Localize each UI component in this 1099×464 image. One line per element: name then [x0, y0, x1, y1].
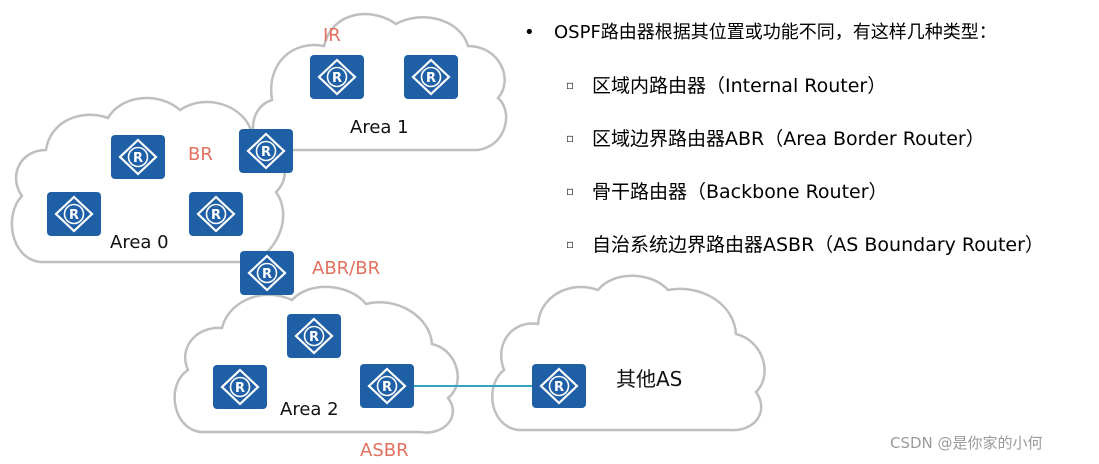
router-icon: R [211, 363, 269, 411]
router-type-text: 骨干路由器（Backbone Router） [592, 181, 888, 203]
abr-br-label: ABR/BR [312, 258, 380, 279]
area2-label: Area 2 [280, 399, 339, 420]
router-type-text: 自治系统边界路由器ASBR（AS Boundary Router） [592, 234, 1044, 256]
router-types-heading: • OSPF路由器根据其位置或功能不同，有这样几种类型： [524, 14, 1094, 52]
router-types-panel: • OSPF路由器根据其位置或功能不同，有这样几种类型： ▫ 区域内路由器（In… [524, 14, 1094, 270]
router-icon: R [530, 362, 588, 410]
router-icon: R [308, 53, 366, 101]
router-label: R [133, 151, 143, 166]
router-label: R [382, 380, 392, 395]
router-label: R [332, 71, 342, 86]
heading-text: OSPF路由器根据其位置或功能不同，有这样几种类型： [554, 22, 997, 43]
router-label: R [235, 381, 245, 396]
area0-label: Area 0 [110, 232, 169, 253]
router-label: R [554, 380, 564, 395]
ir-label: IR [323, 25, 341, 46]
router-icon: R [238, 249, 296, 297]
sub-bullet-icon: ▫ [566, 183, 575, 198]
router-icon: R [358, 362, 416, 410]
other-as-cloud [490, 274, 766, 432]
router-icon: R [237, 127, 295, 175]
router-icon: R [109, 133, 167, 181]
sub-bullet-icon: ▫ [566, 236, 575, 251]
router-type-item: ▫ 区域边界路由器ABR（Area Border Router） [566, 111, 1094, 164]
router-icon: R [285, 312, 343, 360]
router-label: R [309, 330, 319, 345]
router-label: R [261, 145, 271, 160]
router-type-item: ▫ 自治系统边界路由器ASBR（AS Boundary Router） [566, 217, 1094, 270]
other-as-label: 其他AS [616, 367, 682, 391]
router-type-text: 区域内路由器（Internal Router） [592, 75, 887, 97]
area1-cloud [251, 12, 508, 152]
router-icon: R [402, 53, 460, 101]
watermark: CSDN @是你家的小何 [890, 434, 1043, 452]
router-type-item: ▫ 骨干路由器（Backbone Router） [566, 164, 1094, 217]
router-icon: R [187, 190, 245, 238]
bullet-icon: • [524, 22, 535, 43]
router-label: R [426, 71, 436, 86]
router-type-text: 区域边界路由器ABR（Area Border Router） [592, 128, 985, 150]
router-label: R [69, 208, 79, 223]
router-label: R [211, 208, 221, 223]
br-label: BR [188, 144, 213, 165]
router-type-item: ▫ 区域内路由器（Internal Router） [566, 58, 1094, 111]
sub-bullet-icon: ▫ [566, 130, 575, 145]
router-label: R [262, 267, 272, 282]
asbr-label: ASBR [360, 440, 409, 461]
area1-label: Area 1 [350, 117, 409, 138]
sub-bullet-icon: ▫ [566, 77, 575, 92]
router-icon: R [45, 190, 103, 238]
